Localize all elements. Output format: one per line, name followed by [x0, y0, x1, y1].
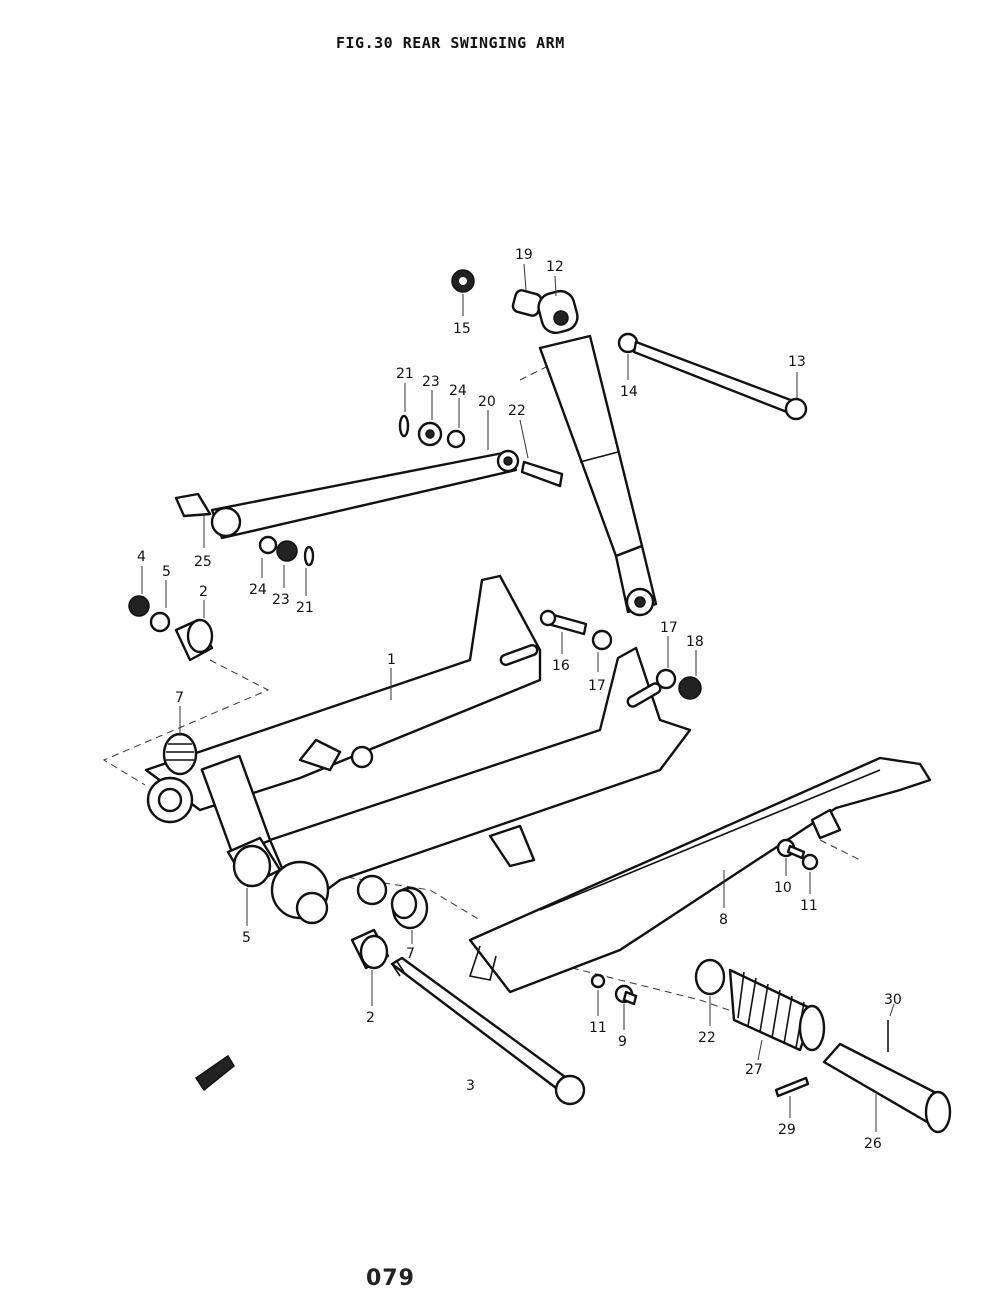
footrest-washer — [694, 958, 726, 996]
label-16: 16 — [552, 658, 570, 674]
label-29: 29 — [778, 1122, 796, 1138]
rear-shock-absorber — [511, 289, 658, 617]
label-17-left: 17 — [588, 678, 606, 694]
label-7-upper: 7 — [175, 690, 184, 706]
front-arrow-icon — [194, 1054, 235, 1092]
pivot-shaft — [390, 956, 586, 1106]
label-23-lower: 23 — [272, 592, 290, 608]
label-21: 21 — [396, 366, 414, 382]
pivot-seal-lower — [390, 886, 429, 930]
chain-case — [468, 756, 932, 994]
label-24: 24 — [449, 383, 467, 399]
label-17-right: 17 — [660, 620, 678, 636]
callout-labels: 19 12 15 13 14 21 23 24 20 22 25 24 23 2… — [137, 247, 902, 1152]
label-12: 12 — [546, 259, 564, 275]
label-19: 19 — [515, 247, 533, 263]
pivot-collar — [226, 836, 282, 888]
label-3: 3 — [466, 1078, 475, 1094]
label-14: 14 — [620, 384, 638, 400]
shock-top-nut — [451, 269, 475, 293]
label-2: 2 — [199, 584, 208, 600]
label-1: 1 — [387, 652, 396, 668]
leader-lines — [141, 263, 895, 1132]
label-23: 23 — [422, 374, 440, 390]
label-5-lower: 5 — [242, 930, 251, 946]
label-22-lower: 22 — [698, 1030, 716, 1046]
label-21-lower: 21 — [296, 600, 314, 616]
label-13: 13 — [788, 354, 806, 370]
label-9: 9 — [618, 1034, 627, 1050]
footrest-bar — [822, 1042, 952, 1134]
chain-case-bolt-upper — [776, 838, 819, 871]
shock-mount-bolt — [617, 332, 808, 421]
label-10: 10 — [774, 880, 792, 896]
link-hardware-lower — [258, 535, 315, 567]
chain-case-bolt-lower — [590, 973, 638, 1006]
label-30: 30 — [884, 992, 902, 1008]
page-number: 079 — [366, 1266, 415, 1291]
label-4: 4 — [137, 549, 146, 565]
label-2-lower: 2 — [366, 1010, 375, 1026]
swing-arm — [144, 574, 692, 925]
pivot-seal-upper — [162, 732, 198, 776]
label-8: 8 — [719, 912, 728, 928]
label-24-lower: 24 — [249, 582, 267, 598]
label-11-lower: 11 — [589, 1020, 607, 1036]
label-18: 18 — [686, 634, 704, 650]
footrest-rubber — [728, 968, 826, 1052]
label-22: 22 — [508, 403, 526, 419]
torque-link-arm — [174, 449, 564, 540]
label-7-lower: 7 — [406, 946, 415, 962]
shock-lower-bolt — [539, 609, 702, 700]
label-15: 15 — [453, 321, 471, 337]
label-25: 25 — [194, 554, 212, 570]
link-hardware-upper — [398, 414, 466, 449]
pivot-bushing-left — [128, 595, 214, 662]
label-20: 20 — [478, 394, 496, 410]
label-26: 26 — [864, 1136, 882, 1152]
label-11-upper: 11 — [800, 898, 818, 914]
footrest-pin — [774, 1076, 810, 1098]
figure-title: FIG.30 REAR SWINGING ARM — [336, 34, 565, 52]
label-5: 5 — [162, 564, 171, 580]
label-27: 27 — [745, 1062, 763, 1078]
pivot-bushing-right — [350, 928, 390, 970]
